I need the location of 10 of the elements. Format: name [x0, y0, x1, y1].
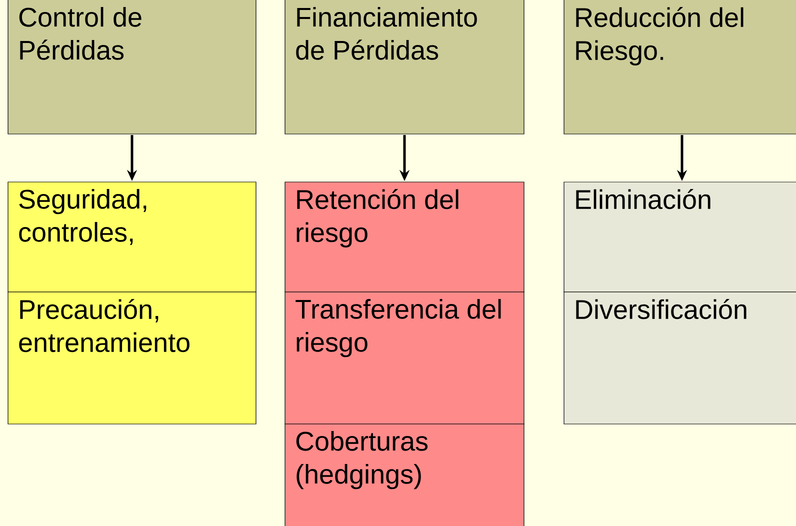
item-box: Transferencia del riesgo — [284, 292, 524, 424]
item-box: Retención del riesgo — [284, 182, 524, 292]
item-box: Precaución, entrenamiento — [8, 292, 256, 424]
item-box: Seguridad, controles, — [8, 182, 256, 292]
category-box: Reducción del Riesgo. — [564, 0, 796, 134]
item-box: Eliminación — [564, 182, 796, 292]
item-box: Coberturas (hedgings) — [284, 424, 524, 526]
item-box: Diversificación — [564, 292, 796, 424]
category-box: Control de Pérdidas — [8, 0, 256, 134]
category-box: Financiamiento de Pérdidas — [284, 0, 524, 134]
